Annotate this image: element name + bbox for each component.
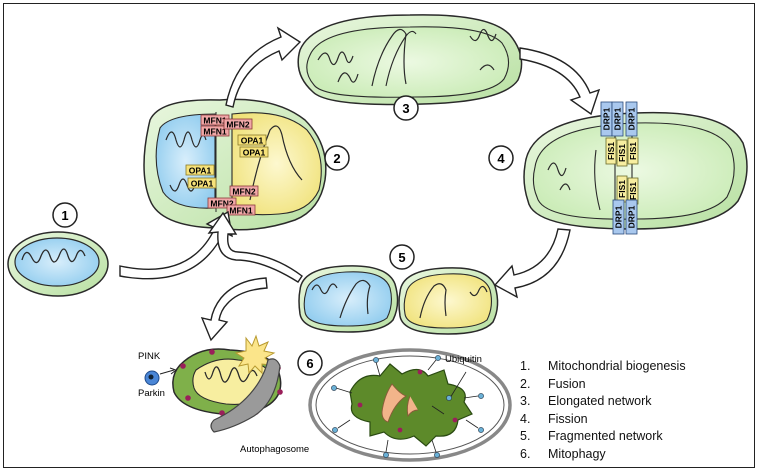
- legend: 1.Mitochondrial biogenesis 2.Fusion 3.El…: [520, 358, 750, 463]
- svg-text:OPA1: OPA1: [243, 148, 266, 158]
- legend-item: 6.Mitophagy: [520, 446, 606, 461]
- fis1-tag: FIS1: [616, 139, 628, 167]
- step-number-6: 6: [306, 356, 313, 371]
- damage-burst-icon: [234, 334, 276, 375]
- svg-text:FIS1: FIS1: [617, 180, 627, 198]
- autophagosome-engulfed: [308, 348, 512, 462]
- mitochondrion-fragment-yellow: [398, 267, 499, 335]
- svg-text:DRP1: DRP1: [627, 107, 637, 130]
- svg-text:FIS1: FIS1: [606, 142, 616, 160]
- svg-text:OPA1: OPA1: [241, 136, 264, 146]
- svg-text:MFN1: MFN1: [229, 206, 252, 216]
- fis1-tag: FIS1: [627, 137, 639, 165]
- ubiquitin-dots: [180, 349, 283, 416]
- step-number-2: 2: [333, 151, 340, 166]
- legend-item: 5.Fragmented network: [520, 429, 663, 443]
- svg-text:FIS1: FIS1: [628, 142, 638, 160]
- opa1-tag: OPA1: [239, 146, 269, 158]
- fis1-tag: FIS1: [605, 137, 617, 165]
- svg-text:MFN1: MFN1: [203, 127, 226, 137]
- step-number-4: 4: [497, 151, 505, 166]
- mitochondrion-elongated: [297, 14, 523, 106]
- autophagosome-membrane: [210, 358, 281, 433]
- parkin-label: Parkin: [138, 388, 165, 399]
- legend-item: 2.Fusion: [520, 376, 586, 391]
- arrow-2-to-3: [225, 26, 302, 108]
- drp1-tag: DRP1: [625, 101, 638, 137]
- legend-item: 3.Elongated network: [520, 394, 652, 408]
- arrow-5-to-2-and-6: [200, 211, 303, 342]
- svg-text:OPA1: OPA1: [191, 179, 214, 189]
- svg-text:OPA1: OPA1: [189, 166, 212, 176]
- mitochondrion-fragment-blue: [298, 265, 399, 333]
- svg-text:DRP1: DRP1: [613, 107, 623, 130]
- mfn1-tag: MFN1: [226, 204, 256, 216]
- mfn2-tag: MFN2: [207, 197, 237, 209]
- svg-text:DRP1: DRP1: [614, 205, 624, 228]
- drp1-tag: DRP1: [611, 101, 624, 137]
- pink-label: PINK: [138, 351, 161, 362]
- step-number-5: 5: [398, 250, 405, 265]
- parkin-icon: [144, 370, 160, 386]
- mfn2-tag: MFN2: [223, 118, 253, 130]
- legend-item: 1.Mitochondrial biogenesis: [520, 359, 686, 373]
- svg-text:MFN2: MFN2: [226, 120, 249, 130]
- svg-text:FIS1: FIS1: [617, 144, 627, 162]
- step-number-1: 1: [61, 208, 68, 223]
- mitochondrion-fission: [523, 111, 748, 230]
- drp1-tag: DRP1: [600, 101, 613, 137]
- opa1-tag: OPA1: [185, 164, 215, 176]
- step-number-3: 3: [402, 101, 409, 116]
- fis1-tag: FIS1: [616, 175, 628, 203]
- ubiquitin-markers: [331, 355, 484, 458]
- svg-text:MFN2: MFN2: [210, 199, 233, 209]
- svg-text:DRP1: DRP1: [627, 205, 637, 228]
- arrow-3-to-4: [519, 47, 601, 116]
- mfn2-tag: MFN2: [229, 185, 259, 197]
- svg-text:MFN1: MFN1: [203, 116, 226, 126]
- parkin-arrowhead: [169, 367, 178, 375]
- parkin-arrow: [159, 369, 175, 375]
- svg-text:FIS1: FIS1: [628, 182, 638, 200]
- autophagosome-label: Autophagosome: [240, 444, 309, 455]
- opa1-tag: OPA1: [187, 177, 217, 189]
- ubiquitin-label: Ubiquitin: [445, 354, 482, 365]
- arrow-4-to-5: [493, 228, 571, 299]
- mitochondrion-biogenesis: [7, 231, 109, 297]
- figure-border: [3, 3, 755, 468]
- opa1-tag: OPA1: [237, 134, 267, 146]
- drp1-tag: DRP1: [625, 199, 638, 235]
- legend-item: 4.Fission: [520, 411, 588, 426]
- svg-text:MFN2: MFN2: [232, 187, 255, 197]
- drp1-tag: DRP1: [612, 199, 625, 235]
- mfn1-tag: MFN1: [200, 125, 230, 137]
- svg-text:DRP1: DRP1: [602, 107, 612, 130]
